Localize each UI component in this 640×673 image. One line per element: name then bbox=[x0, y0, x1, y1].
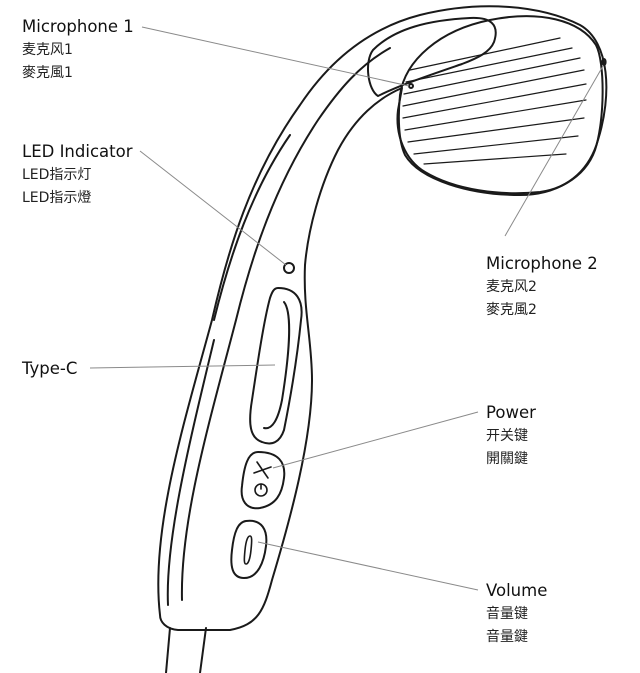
label-microphone-2: Microphone 2 麦克风2 麥克風2 bbox=[486, 252, 598, 322]
power-traditional: 開關鍵 bbox=[486, 451, 528, 467]
power-simplified: 开关键 bbox=[486, 428, 528, 444]
microphone-1-title: Microphone 1 bbox=[22, 17, 134, 36]
hook-inner-edge bbox=[180, 47, 391, 601]
volume-button bbox=[230, 519, 268, 579]
label-power: Power 开关键 開關鍵 bbox=[486, 401, 536, 471]
leader-type-c bbox=[89, 364, 276, 369]
microphone-1-traditional: 麥克風1 bbox=[22, 65, 73, 81]
microphone-2-simplified: 麦克风2 bbox=[486, 279, 537, 295]
microphone-2-hole bbox=[601, 58, 607, 66]
volume-button-icon bbox=[243, 535, 253, 565]
led-simplified: LED指示灯 bbox=[22, 167, 92, 183]
label-led-indicator: LED Indicator LED指示灯 LED指示燈 bbox=[22, 140, 132, 210]
headset-body-outline bbox=[157, 5, 608, 631]
hook-ridge bbox=[213, 134, 291, 321]
volume-traditional: 音量鍵 bbox=[486, 629, 528, 645]
label-microphone-1: Microphone 1 麦克风1 麥克風1 bbox=[22, 15, 134, 85]
hook-arm bbox=[366, 16, 497, 97]
label-volume: Volume 音量键 音量鍵 bbox=[486, 579, 547, 649]
type-c-title: Type-C bbox=[22, 359, 78, 378]
leader-volume bbox=[257, 541, 479, 591]
leader-microphone-1 bbox=[141, 26, 410, 87]
cable bbox=[165, 627, 207, 673]
led-indicator bbox=[283, 262, 295, 274]
volume-simplified: 音量键 bbox=[486, 606, 528, 622]
microphone-2-traditional: 麥克風2 bbox=[486, 302, 537, 318]
microphone-1-simplified: 麦克风1 bbox=[22, 42, 73, 58]
power-button bbox=[240, 451, 286, 510]
led-traditional: LED指示燈 bbox=[22, 190, 92, 206]
microphone-2-title: Microphone 2 bbox=[486, 254, 598, 273]
leader-led bbox=[139, 150, 287, 266]
led-title: LED Indicator bbox=[22, 142, 133, 161]
label-type-c: Type-C bbox=[22, 357, 77, 381]
type-c-port bbox=[249, 287, 303, 445]
body-side-seam bbox=[166, 339, 215, 606]
leader-microphone-2 bbox=[504, 65, 604, 237]
power-plus-icon bbox=[253, 461, 272, 479]
microphone-1-hole bbox=[408, 83, 414, 89]
leader-power bbox=[272, 411, 479, 469]
speaker-pod bbox=[397, 15, 604, 196]
power-title: Power bbox=[486, 403, 536, 422]
type-c-inner bbox=[263, 301, 291, 430]
volume-title: Volume bbox=[486, 581, 548, 600]
